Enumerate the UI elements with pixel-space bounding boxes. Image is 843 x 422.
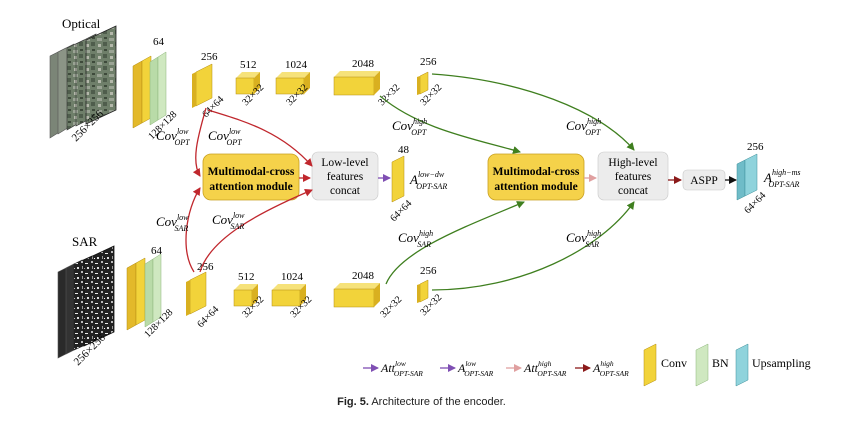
optical-stage2-block [235, 72, 260, 95]
figure-caption: Fig. 5. Architecture of the encoder. [0, 396, 843, 408]
sar-stage1-block [186, 271, 207, 316]
sar-stage2-channels: 512 [238, 271, 255, 283]
legend-bn-swatch [695, 343, 709, 387]
legend-upsampling-label: Upsampling [752, 356, 811, 370]
cov-high-sar-to-concat-arrow [431, 201, 635, 291]
low-concat-line1: Low-level [321, 157, 368, 169]
optical-image-stack [49, 25, 117, 139]
low-concat-box [311, 151, 379, 201]
sar-stem-channels: 64 [151, 245, 163, 257]
mca-low-line1: Multimodal-cross [208, 166, 295, 178]
optical-stage5-block [417, 71, 429, 95]
mca-high-line2: attention module [494, 181, 577, 193]
mca-low-line2: attention module [209, 181, 292, 193]
sar-stage4-channels: 2048 [352, 270, 375, 282]
aspp-label: ASPP [690, 175, 718, 187]
optical-stage5-channels: 256 [420, 56, 437, 68]
legend-conv-swatch [643, 343, 657, 387]
high-concat-line2: features [615, 171, 652, 183]
caption-prefix: Fig. 5. [337, 396, 369, 408]
caption-text: Architecture of the encoder. [371, 396, 506, 408]
sar-stem-block [126, 253, 162, 331]
cov-low-sar-to-concat-arrow [199, 189, 313, 273]
sar-label: SAR [72, 234, 98, 249]
optical-stage1-block [192, 63, 213, 108]
cov-high-sar-to-mca-arrow [385, 201, 525, 285]
optical-stage4-size: 32×32 [376, 82, 402, 108]
low-concat-line3: concat [330, 185, 361, 197]
cov-high-opt-to-concat-arrow [431, 73, 635, 151]
high-ms-output-block [736, 153, 758, 201]
sar-image-stack [57, 245, 115, 359]
sar-stage4-size: 32×32 [378, 294, 404, 320]
high-concat-box [597, 151, 669, 201]
optical-stem-block [132, 51, 167, 129]
sar-stage5-block [417, 279, 429, 303]
high-ms-channels: 256 [747, 141, 764, 153]
optical-label: Optical [62, 16, 101, 31]
optical-stage2-channels: 512 [240, 59, 257, 71]
legend-conv-label: Conv [661, 356, 687, 370]
mca-low-box [202, 153, 300, 201]
sar-stage1-channels: 256 [197, 261, 214, 273]
cov-high-opt-to-mca-arrow [379, 95, 521, 154]
cov-low-sar-to-mca-arrow [185, 187, 201, 273]
legend-upsampling-swatch [735, 343, 749, 387]
optical-stage4-channels: 2048 [352, 58, 375, 70]
sar-stage4-block [333, 283, 380, 308]
low-dw-channels: 48 [398, 144, 410, 156]
optical-stage1-channels: 256 [201, 51, 218, 63]
sar-stage3-channels: 1024 [281, 271, 304, 283]
optical-stage3-block [275, 72, 310, 95]
sar-stage5-channels: 256 [420, 265, 437, 277]
mca-high-box [487, 153, 585, 201]
optical-stage3-channels: 1024 [285, 59, 308, 71]
high-concat-line3: concat [618, 185, 649, 197]
sar-stage3-block [271, 284, 306, 307]
sar-stage2-block [233, 284, 258, 307]
high-concat-line1: High-level [608, 157, 657, 169]
optical-stem-channels: 64 [153, 36, 165, 48]
cov-low-opt-to-concat-arrow [207, 109, 313, 167]
cov-low-opt-to-mca-arrow [192, 107, 207, 177]
mca-high-line1: Multimodal-cross [493, 166, 580, 178]
legend-bn-label: BN [712, 356, 729, 370]
low-concat-line2: features [327, 171, 364, 183]
encoder-diagram: Optical 256×256 SAR 256×256 64 128×128 2… [49, 16, 811, 387]
optical-stage4-block [333, 71, 380, 96]
low-dw-output-block [391, 155, 405, 203]
